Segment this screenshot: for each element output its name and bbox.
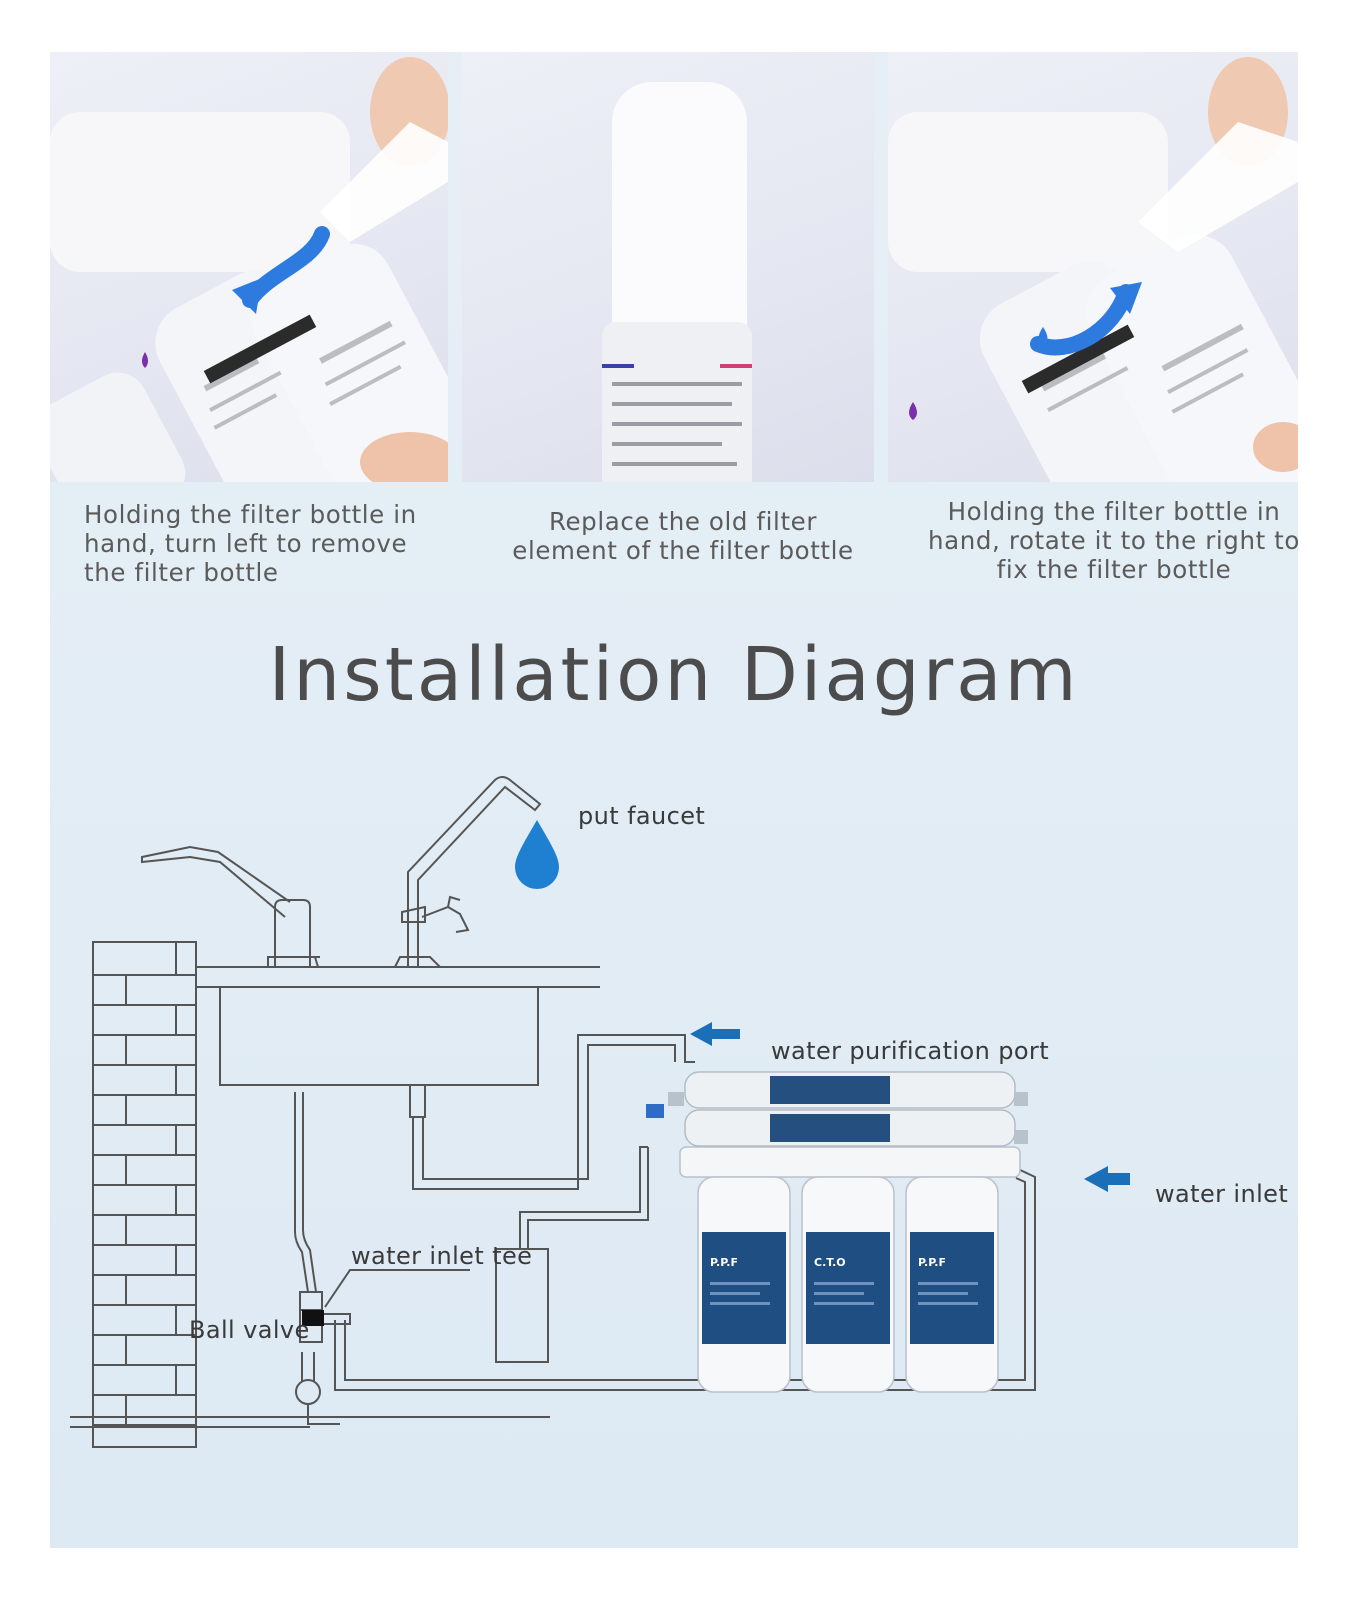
water-drop-icon xyxy=(515,820,559,889)
filter-unit: P.P.F C.T.O P.P.F xyxy=(646,1071,1028,1393)
filter-label-3: P.P.F xyxy=(918,1256,946,1269)
water-inlet-arrow-icon xyxy=(1084,1166,1130,1192)
product-image: Holding the filter bottle in hand, turn … xyxy=(50,52,1298,1548)
rotate-right-arrow-icon xyxy=(1030,284,1134,356)
label-ball-valve: Ball valve xyxy=(189,1316,310,1344)
filter-label-1: P.P.F xyxy=(710,1256,738,1269)
brick-wall xyxy=(92,941,197,1448)
installation-diagram: P.P.F C.T.O P.P.F xyxy=(70,776,1130,1448)
purification-port-arrow-icon xyxy=(690,1022,740,1046)
step-photo-replace xyxy=(462,52,874,482)
label-inlet-tee: water inlet tee xyxy=(351,1242,533,1270)
step-caption-remove: Holding the filter bottle in hand, turn … xyxy=(84,500,417,587)
step-photo-remove xyxy=(50,52,448,482)
label-faucet: put faucet xyxy=(578,802,706,830)
step-caption-fix: Holding the filter bottle in hand, rotat… xyxy=(928,497,1298,584)
step-photo-fix xyxy=(888,52,1298,482)
label-purification-port: water purification port xyxy=(771,1037,1050,1065)
step-caption-replace: Replace the old filter element of the fi… xyxy=(512,507,854,565)
diagram-title: Installation Diagram xyxy=(268,632,1080,718)
label-water-inlet: water inlet xyxy=(1155,1180,1289,1208)
filter-label-2: C.T.O xyxy=(814,1256,846,1269)
